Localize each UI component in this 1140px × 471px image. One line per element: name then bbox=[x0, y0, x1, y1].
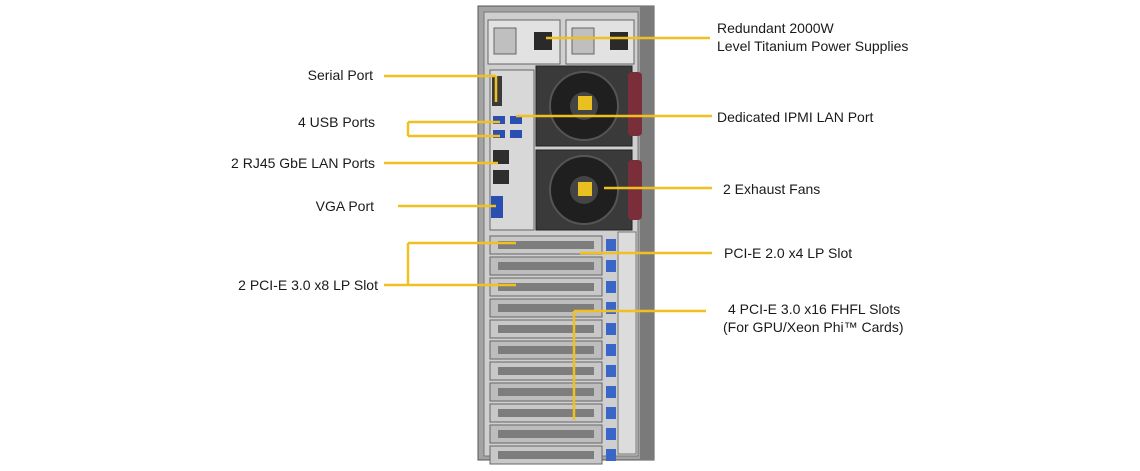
fan-handle-1 bbox=[628, 72, 642, 136]
slot-vent bbox=[498, 430, 594, 438]
slot-latch bbox=[606, 239, 616, 251]
psu-right-socket bbox=[610, 32, 628, 50]
slot-vent bbox=[498, 409, 594, 417]
slot-latch bbox=[606, 344, 616, 356]
label-serial-port: Serial Port bbox=[307, 67, 373, 83]
slot-latch bbox=[606, 302, 616, 314]
usb-port-shape-2 bbox=[493, 130, 505, 138]
slot-vent bbox=[498, 325, 594, 333]
usb-port-shape-1 bbox=[493, 116, 505, 124]
slot-latch bbox=[606, 386, 616, 398]
lan-port-shape-1 bbox=[493, 150, 509, 164]
power-supplies bbox=[487, 19, 635, 65]
label-usb-ports: 4 USB Ports bbox=[297, 114, 375, 130]
fan-handle-2 bbox=[628, 160, 642, 220]
slot-vent bbox=[498, 367, 594, 375]
label-ipmi-port: Dedicated IPMI LAN Port bbox=[717, 109, 874, 125]
slot-latch bbox=[606, 365, 616, 377]
slot-vent bbox=[498, 388, 594, 396]
slot-latch bbox=[606, 407, 616, 419]
slot-vent bbox=[498, 241, 594, 249]
slot-latch bbox=[606, 449, 616, 461]
label-pcie-x16-line2: (For GPU/Xeon Phi™ Cards) bbox=[723, 319, 904, 335]
label-pcie-x8: 2 PCI-E 3.0 x8 LP Slot bbox=[238, 277, 378, 293]
slot-vent bbox=[498, 262, 594, 270]
slot-latch bbox=[606, 281, 616, 293]
label-vga-port: VGA Port bbox=[315, 198, 374, 214]
label-exhaust-fans: 2 Exhaust Fans bbox=[723, 181, 821, 197]
leader-lines bbox=[384, 36, 712, 420]
expansion-slots bbox=[489, 231, 637, 465]
side-vent-column bbox=[617, 231, 637, 455]
exhaust-fans bbox=[535, 65, 642, 231]
usb-port-shape-3 bbox=[510, 116, 522, 124]
slot-latch bbox=[606, 428, 616, 440]
slot-vent bbox=[498, 451, 594, 459]
slot-vent bbox=[498, 283, 594, 291]
usb-port-shape-4 bbox=[510, 130, 522, 138]
label-pcie-x4: PCI-E 2.0 x4 LP Slot bbox=[724, 245, 853, 261]
label-lan-ports: 2 RJ45 GbE LAN Ports bbox=[231, 155, 375, 171]
label-pcie-x16-line1: 4 PCI-E 3.0 x16 FHFL Slots bbox=[728, 301, 901, 317]
chassis-side-shadow bbox=[640, 6, 654, 460]
label-psu-line2: Level Titanium Power Supplies bbox=[717, 38, 909, 54]
vga-port-shape bbox=[491, 196, 503, 218]
slot-vent bbox=[498, 304, 594, 312]
slot-latch bbox=[606, 260, 616, 272]
lan-port-shape-2 bbox=[493, 170, 509, 184]
psu-left-socket bbox=[534, 32, 552, 50]
io-shield bbox=[489, 69, 535, 231]
slot-latch bbox=[606, 323, 616, 335]
slot-vent bbox=[498, 346, 594, 354]
label-psu-line1: Redundant 2000W bbox=[717, 20, 834, 36]
